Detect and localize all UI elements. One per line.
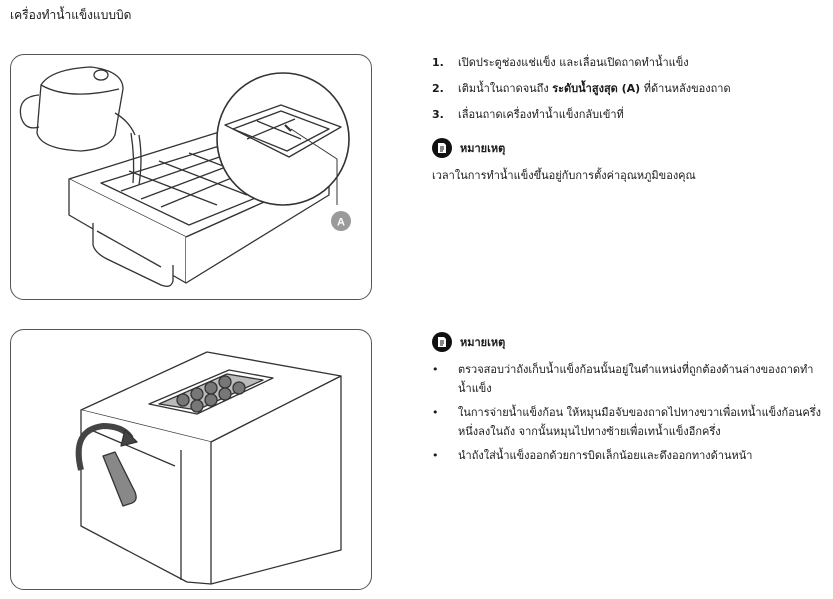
twist-tray-drawing — [75, 351, 342, 585]
note-bullet-list: •ตรวจสอบว่าถังเก็บน้ำแข็งก้อนนั้นอยู่ในต… — [432, 360, 827, 470]
step-2: 2.เติมน้ำในถาดจนถึง ระดับน้ำสูงสุด (A) ท… — [432, 82, 731, 95]
note-text-1: เวลาในการทำน้ำแข็งขึ้นอยู่กับการตั้งค่าอ… — [432, 169, 696, 182]
note-icon — [432, 332, 452, 352]
list-item: •ตรวจสอบว่าถังเก็บน้ำแข็งก้อนนั้นอยู่ในต… — [432, 363, 814, 395]
note-heading-1: หมายเหตุ — [432, 138, 505, 158]
page-title: เครื่องทำน้ำแข็งแบบบิด — [10, 8, 132, 22]
illustration-twist-tray — [10, 329, 372, 590]
fill-tray-drawing: A — [19, 66, 351, 287]
list-item: •นำถังใส่น้ำแข็งออกด้วยการบิดเล็กน้อยและ… — [432, 449, 753, 462]
illustration-fill-tray: A — [10, 54, 372, 300]
callout-a-label: A — [337, 217, 345, 229]
step-1: 1.เปิดประตูช่องแช่แข็ง และเลื่อนเปิดถาดท… — [432, 56, 689, 69]
note-icon — [432, 138, 452, 158]
step-3: 3.เลื่อนถาดเครื่องทำน้ำแข็งกลับเข้าที่ — [432, 108, 624, 121]
instruction-steps: 1.เปิดประตูช่องแช่แข็ง และเลื่อนเปิดถาดท… — [432, 55, 731, 133]
note-heading-2: หมายเหตุ — [432, 332, 505, 352]
list-item: •ในการจ่ายน้ำแข็งก้อน ให้หมุนมือจับของถา… — [432, 406, 821, 438]
